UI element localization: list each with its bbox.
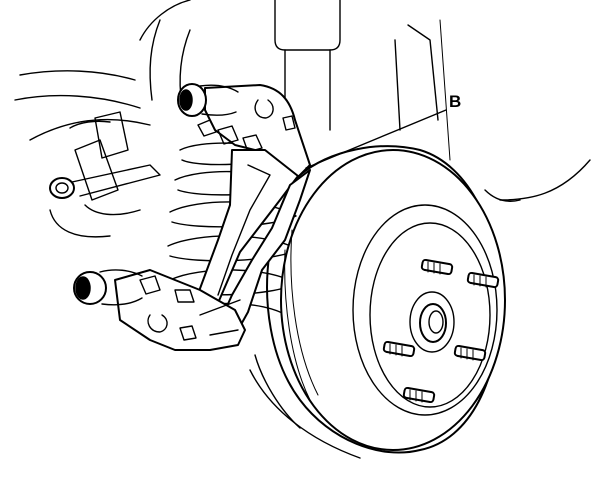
callout-b-leader	[305, 109, 447, 169]
caliper-bracket	[73, 83, 311, 351]
wheel-stud	[466, 271, 500, 289]
body-panel-outline	[139, 0, 591, 202]
lateral-link	[49, 111, 161, 238]
wheel-studs	[382, 258, 500, 404]
wheel-stud	[402, 386, 436, 404]
dust-shield	[249, 354, 361, 459]
wheel-stud	[420, 258, 454, 276]
brake-rotor	[266, 145, 506, 454]
wheel-stud	[382, 340, 416, 358]
wheel-stud	[453, 344, 487, 362]
suspension-upper	[14, 19, 191, 141]
callout-label-b: B	[449, 92, 462, 111]
